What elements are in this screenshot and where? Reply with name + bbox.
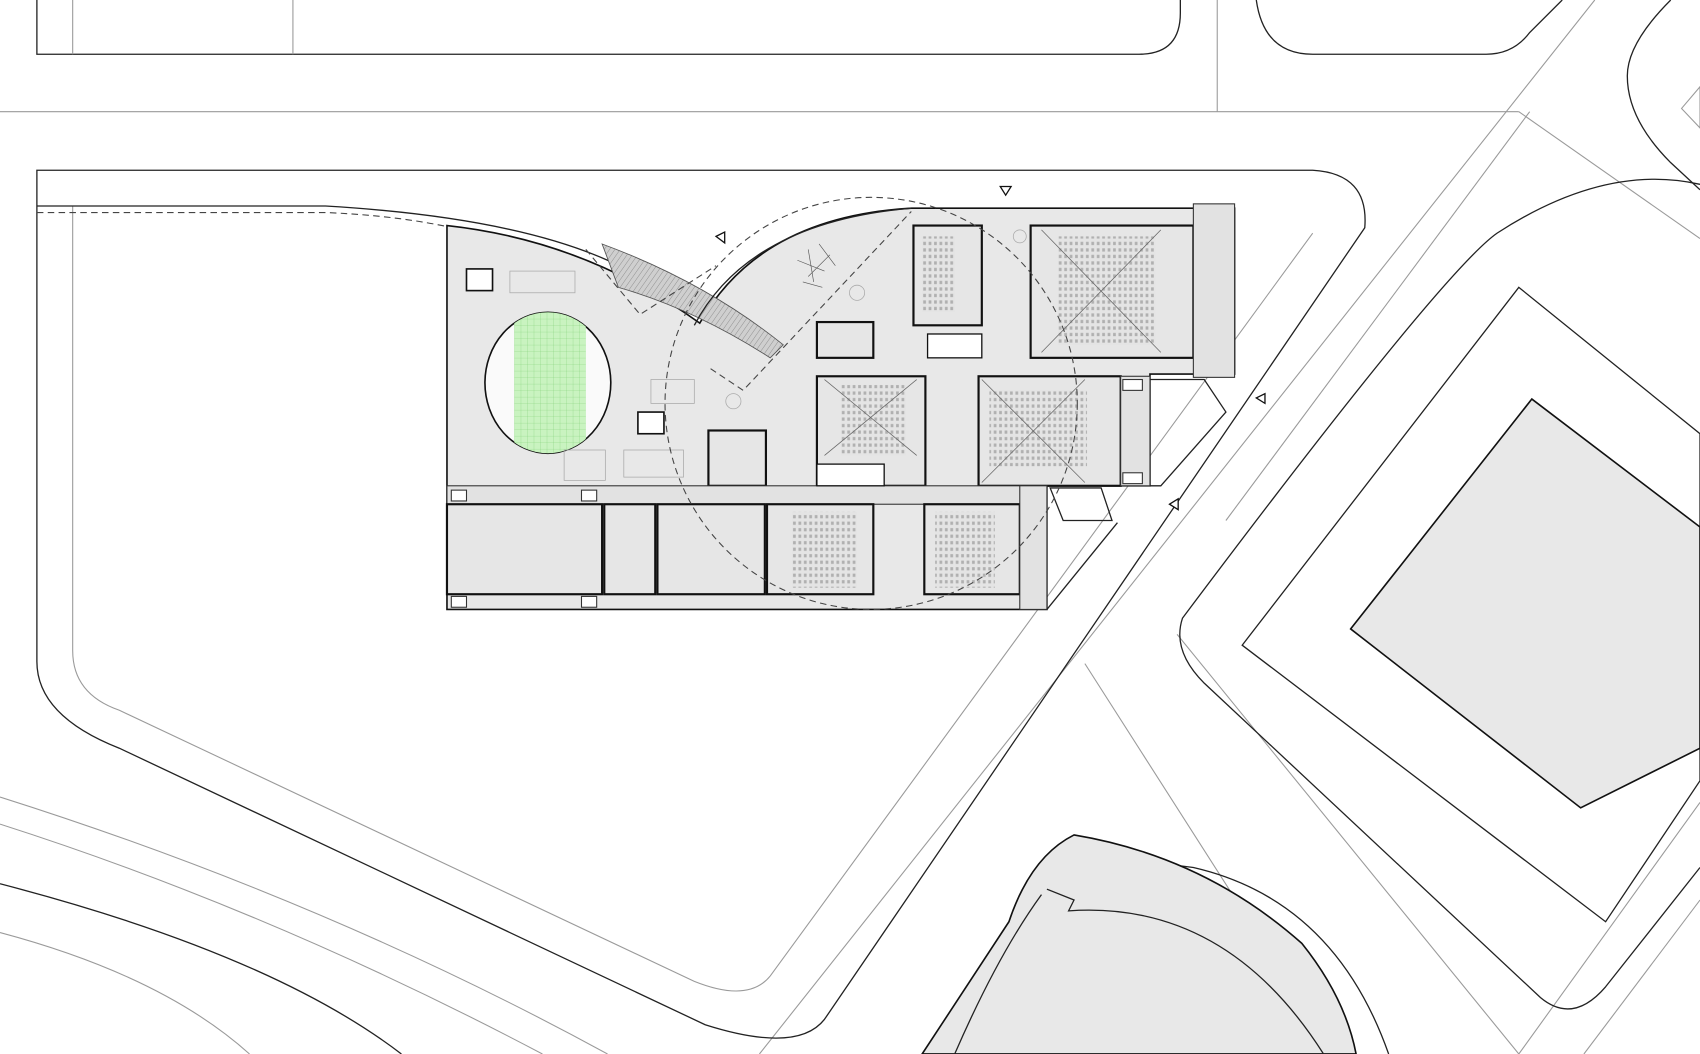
staircase-icon [450,489,468,502]
staircase-icon [926,333,983,359]
staircase-icon [1122,378,1143,391]
plaza-circle [664,196,1078,610]
north-east-block [1255,0,1563,55]
entrance-triangle-icon [1168,497,1179,511]
building [445,196,1236,611]
entrance-triangle-icon [999,185,1013,197]
staircase-icon [450,595,468,608]
north-block [36,0,1181,55]
staircase-icon [1122,472,1143,485]
entrances [714,185,1266,511]
tree-icon [797,243,836,288]
entrance-triangle-icon [1254,392,1266,405]
entrance-triangle-icon [714,231,726,245]
staircase-icon [465,268,494,292]
east-block [1179,178,1700,1010]
staircase-icon [580,489,598,502]
courtyard [484,311,612,455]
south-building [921,834,1357,1054]
halls [707,203,1236,487]
staircase-icon [816,463,885,487]
staircase-icon [637,411,665,435]
east-building [1349,397,1700,809]
staircase-icon [580,595,598,608]
staircases [450,268,1143,608]
south-wing [445,485,1048,610]
furniture [509,229,1027,481]
